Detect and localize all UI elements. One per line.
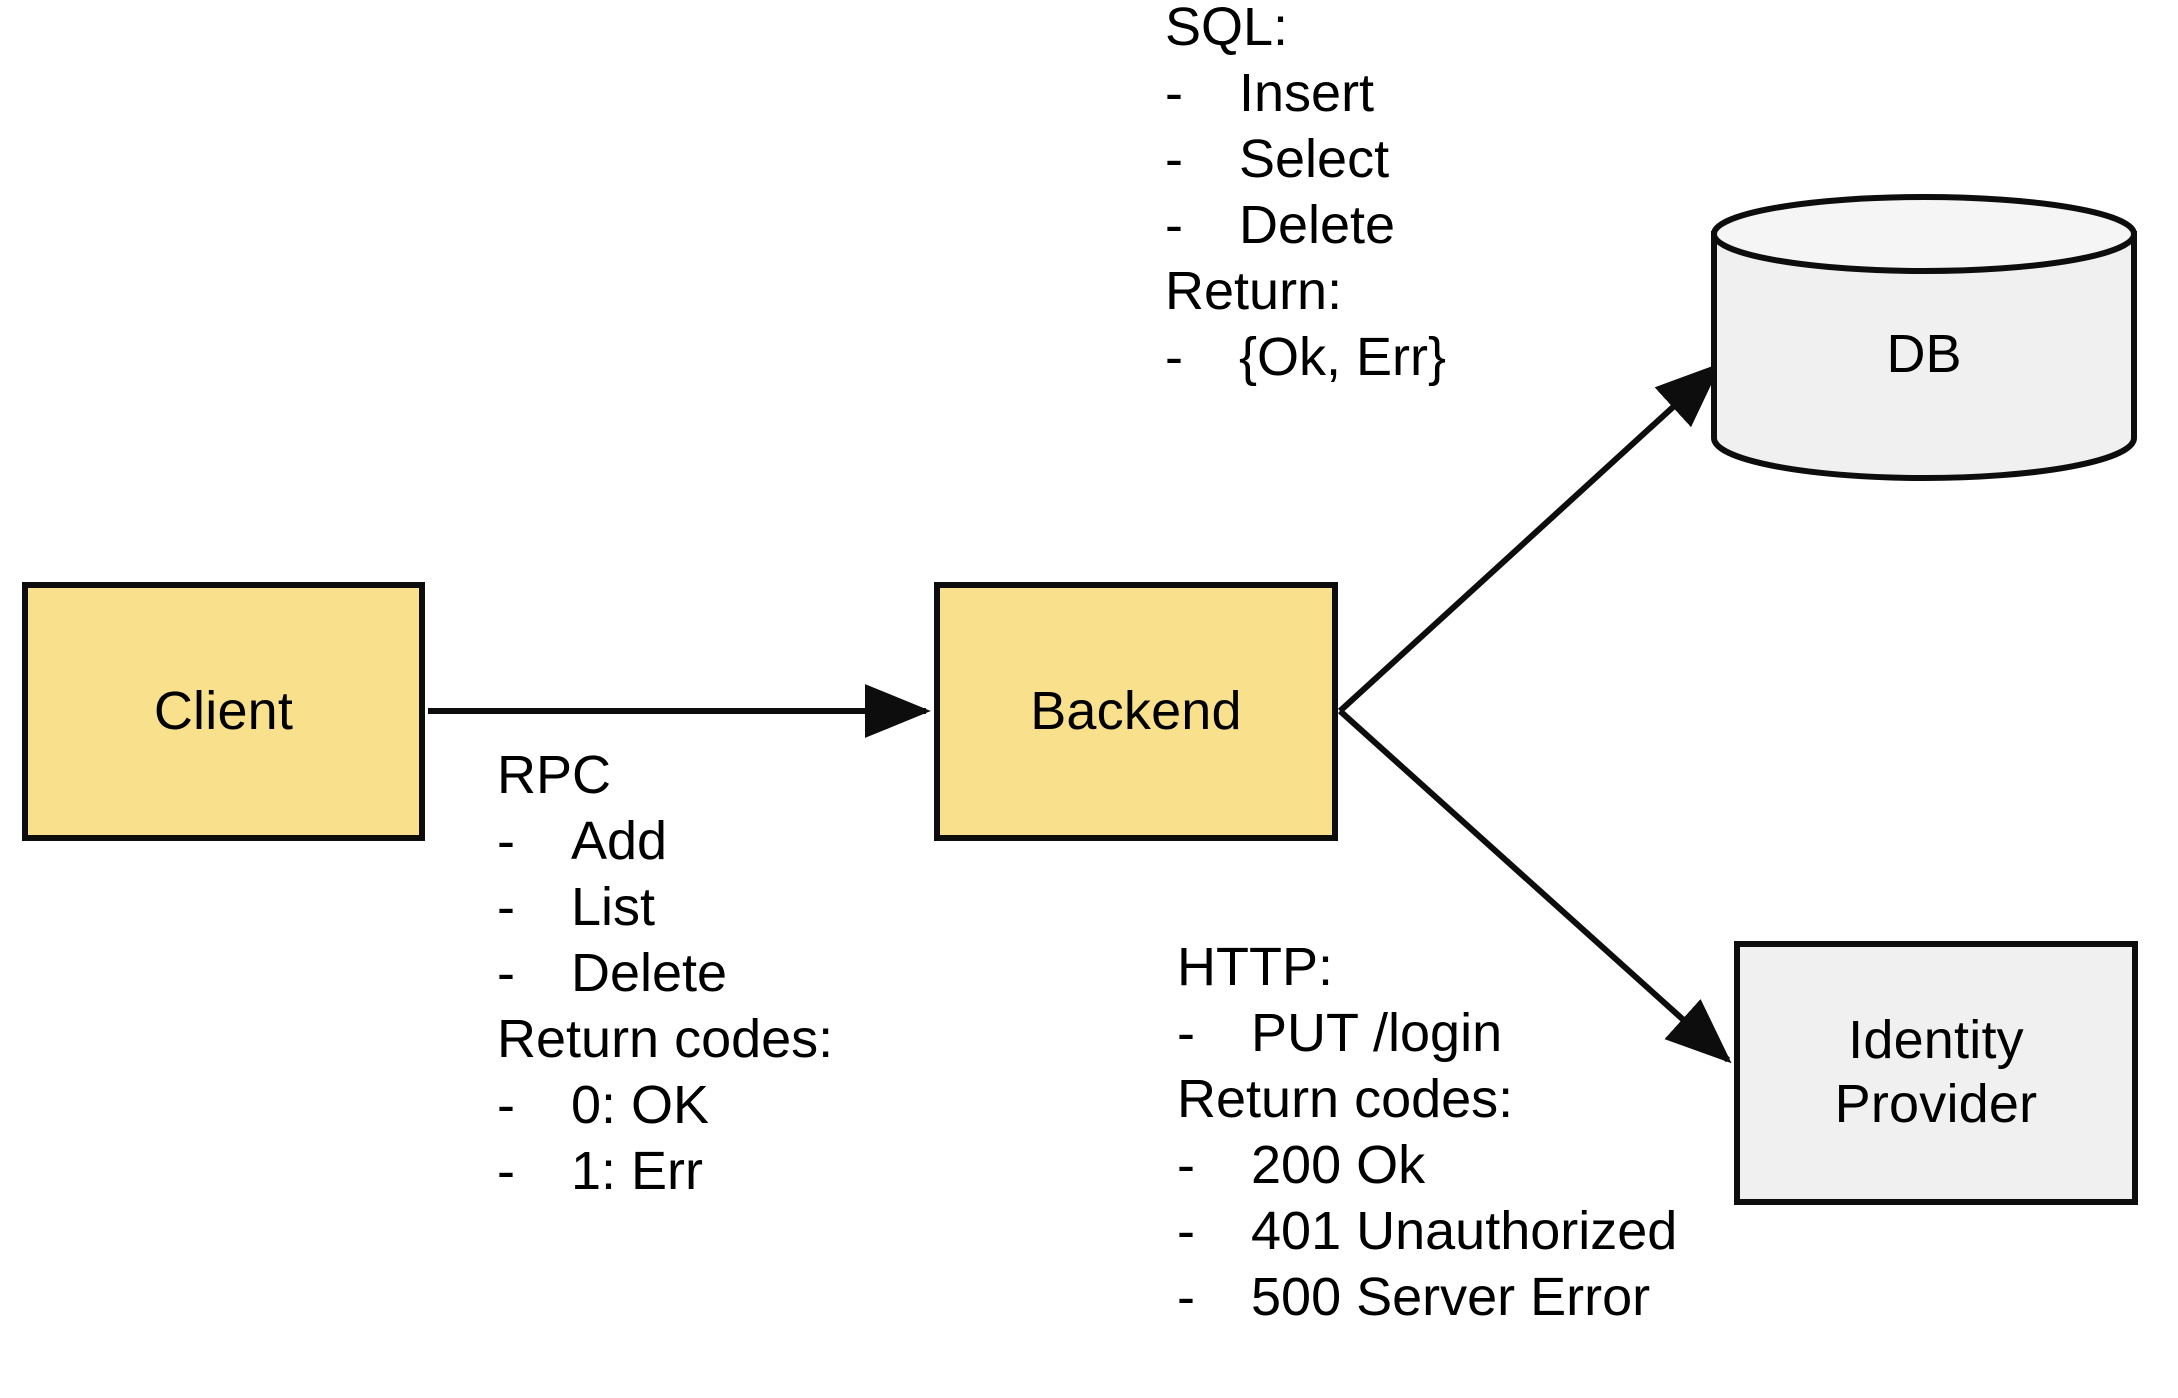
list-item-label: Delete — [571, 943, 728, 1003]
annotation-sql-list: - Insert - Select - Delete — [1165, 66, 1446, 252]
bullet-dash: - — [1177, 1267, 1195, 1327]
list-item-label: Delete — [1239, 195, 1396, 255]
annotation-sql-return-list: - {Ok, Err} — [1165, 330, 1446, 384]
bullet-dash: - — [1177, 1201, 1195, 1261]
list-item: - 0: OK — [497, 1078, 833, 1132]
annotation-rpc-list: - Add - List - Delete — [497, 814, 833, 1000]
list-item-label: 500 Server Error — [1251, 1267, 1651, 1327]
bullet-dash: - — [497, 1141, 515, 1201]
list-item: - 500 Server Error — [1177, 1270, 1677, 1324]
list-item: - 200 Ok — [1177, 1138, 1677, 1192]
node-identity-provider-label: Identity Provider — [1835, 1009, 2038, 1136]
list-item-label: PUT /login — [1251, 1003, 1503, 1063]
list-item: - Delete — [497, 946, 833, 1000]
node-client[interactable]: Client — [22, 582, 425, 841]
annotation-sql-heading: SQL: — [1165, 0, 1289, 57]
annotation-http-heading: HTTP: — [1177, 937, 1333, 997]
list-item: - Delete — [1165, 198, 1446, 252]
bullet-dash: - — [497, 811, 515, 871]
list-item-label: Add — [571, 811, 668, 871]
bullet-dash: - — [497, 877, 515, 937]
bullet-dash: - — [1165, 129, 1183, 189]
edge-backend-to-db — [1337, 362, 1722, 714]
bullet-dash: - — [1165, 327, 1183, 387]
annotation-http-return-list: - 200 Ok - 401 Unauthorized - 500 Server… — [1177, 1138, 1677, 1324]
list-item-label: {Ok, Err} — [1239, 327, 1447, 387]
bullet-dash: - — [497, 1075, 515, 1135]
annotation-http-return-heading: Return codes: — [1177, 1069, 1514, 1129]
list-item-label: 401 Unauthorized — [1251, 1201, 1678, 1261]
list-item-label: 200 Ok — [1251, 1135, 1426, 1195]
list-item-label: List — [571, 877, 656, 937]
annotation-http: HTTP: - PUT /login Return codes: - 200 O… — [1177, 940, 1677, 1336]
annotation-rpc-return-list: - 0: OK - 1: Err — [497, 1078, 833, 1198]
node-database-label-wrap: DB — [1710, 194, 2138, 478]
node-identity-provider-label-line2: Provider — [1834, 1074, 2038, 1134]
annotation-rpc-heading: RPC — [497, 745, 612, 805]
node-backend-label: Backend — [1030, 680, 1242, 741]
node-backend[interactable]: Backend — [934, 582, 1338, 841]
bullet-dash: - — [497, 943, 515, 1003]
list-item: - Select — [1165, 132, 1446, 186]
list-item: - 1: Err — [497, 1144, 833, 1198]
annotation-rpc: RPC - Add - List - Delete Return codes: … — [497, 748, 833, 1210]
node-identity-provider[interactable]: Identity Provider — [1734, 941, 2138, 1205]
list-item-label: Select — [1239, 129, 1390, 189]
bullet-dash: - — [1177, 1135, 1195, 1195]
bullet-dash: - — [1165, 63, 1183, 123]
node-client-label: Client — [153, 680, 294, 741]
annotation-sql: SQL: - Insert - Select - Delete Return: … — [1165, 0, 1446, 396]
list-item: - {Ok, Err} — [1165, 330, 1446, 384]
list-item-label: 1: Err — [571, 1141, 704, 1201]
list-item: - PUT /login — [1177, 1006, 1677, 1060]
list-item: - Add — [497, 814, 833, 868]
node-database[interactable]: DB — [1710, 194, 2138, 481]
annotation-http-list: - PUT /login — [1177, 1006, 1677, 1060]
database-cylinder-icon — [1711, 194, 2137, 481]
list-item: - 401 Unauthorized — [1177, 1204, 1677, 1258]
list-item-label: 0: OK — [571, 1075, 710, 1135]
bullet-dash: - — [1177, 1003, 1195, 1063]
node-identity-provider-label-line1: Identity — [1848, 1010, 2024, 1071]
annotation-sql-return-heading: Return: — [1165, 261, 1343, 321]
list-item: - Insert — [1165, 66, 1446, 120]
node-database-label: DB — [1886, 324, 1962, 384]
bullet-dash: - — [1165, 195, 1183, 255]
annotation-rpc-return-heading: Return codes: — [497, 1009, 834, 1069]
list-item-label: Insert — [1239, 63, 1375, 123]
list-item: - List — [497, 880, 833, 934]
